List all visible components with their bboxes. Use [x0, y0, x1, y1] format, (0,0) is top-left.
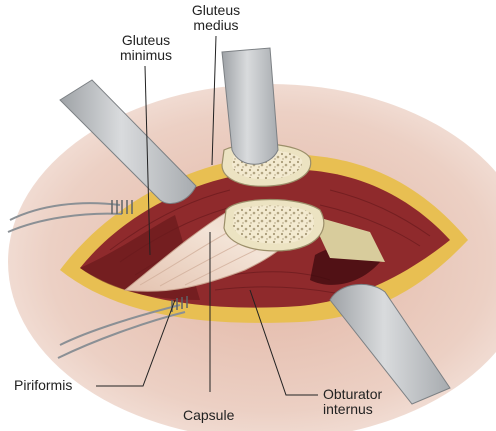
label-gluteus-medius: Gluteus medius [183, 3, 249, 33]
leader-piriformis [96, 299, 176, 387]
ligament [310, 215, 385, 262]
label-gluteus-minimus-line1: Gluteus [121, 32, 171, 48]
lower-bone-marrow [233, 205, 314, 244]
retractor-bottom-right [329, 283, 451, 405]
leader-obturator-internus [249, 289, 318, 396]
retractor-left [59, 79, 197, 204]
label-gluteus-minimus-line2: minimus [119, 47, 173, 63]
retractor-top [221, 47, 279, 165]
label-obturator-internus-line1: Obturator [323, 386, 383, 402]
leader-lines [96, 35, 318, 396]
leader-gluteus-medius [211, 35, 217, 166]
label-piriformis: Piriformis [14, 377, 73, 393]
label-obturator-internus: Obturator internus [323, 387, 382, 417]
label-capsule: Capsule [183, 407, 235, 423]
sutures [7, 202, 186, 359]
label-gluteus-medius-line2: medius [193, 17, 239, 33]
leader-gluteus-minimus [144, 65, 151, 256]
label-gluteus-minimus: Gluteus minimus [108, 33, 184, 63]
suture-coils [111, 200, 188, 312]
label-gluteus-medius-line1: Gluteus [191, 2, 241, 18]
label-obturator-internus-line2: internus [323, 401, 373, 417]
